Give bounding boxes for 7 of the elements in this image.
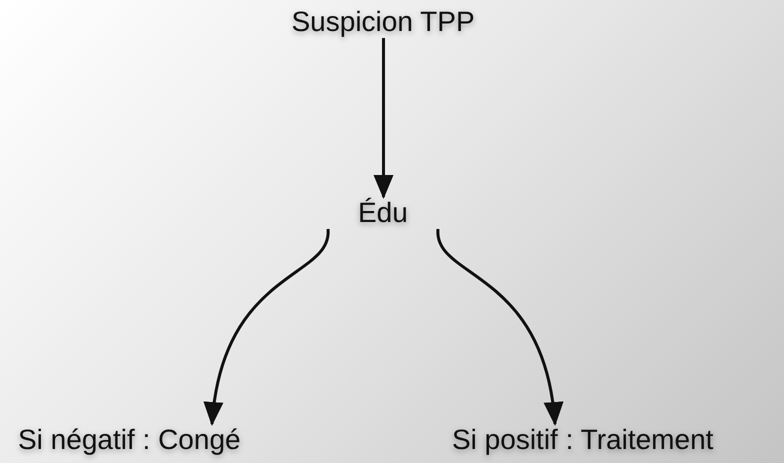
arrow bbox=[374, 38, 394, 199]
arrow bbox=[436, 228, 562, 426]
node-text: Édu bbox=[358, 197, 408, 229]
node-text: Si négatif : Congé bbox=[18, 424, 241, 456]
arrow bbox=[204, 228, 330, 426]
node-text: Si positif : Traitement bbox=[452, 424, 714, 456]
node-text: Suspicion TPP bbox=[292, 6, 475, 38]
